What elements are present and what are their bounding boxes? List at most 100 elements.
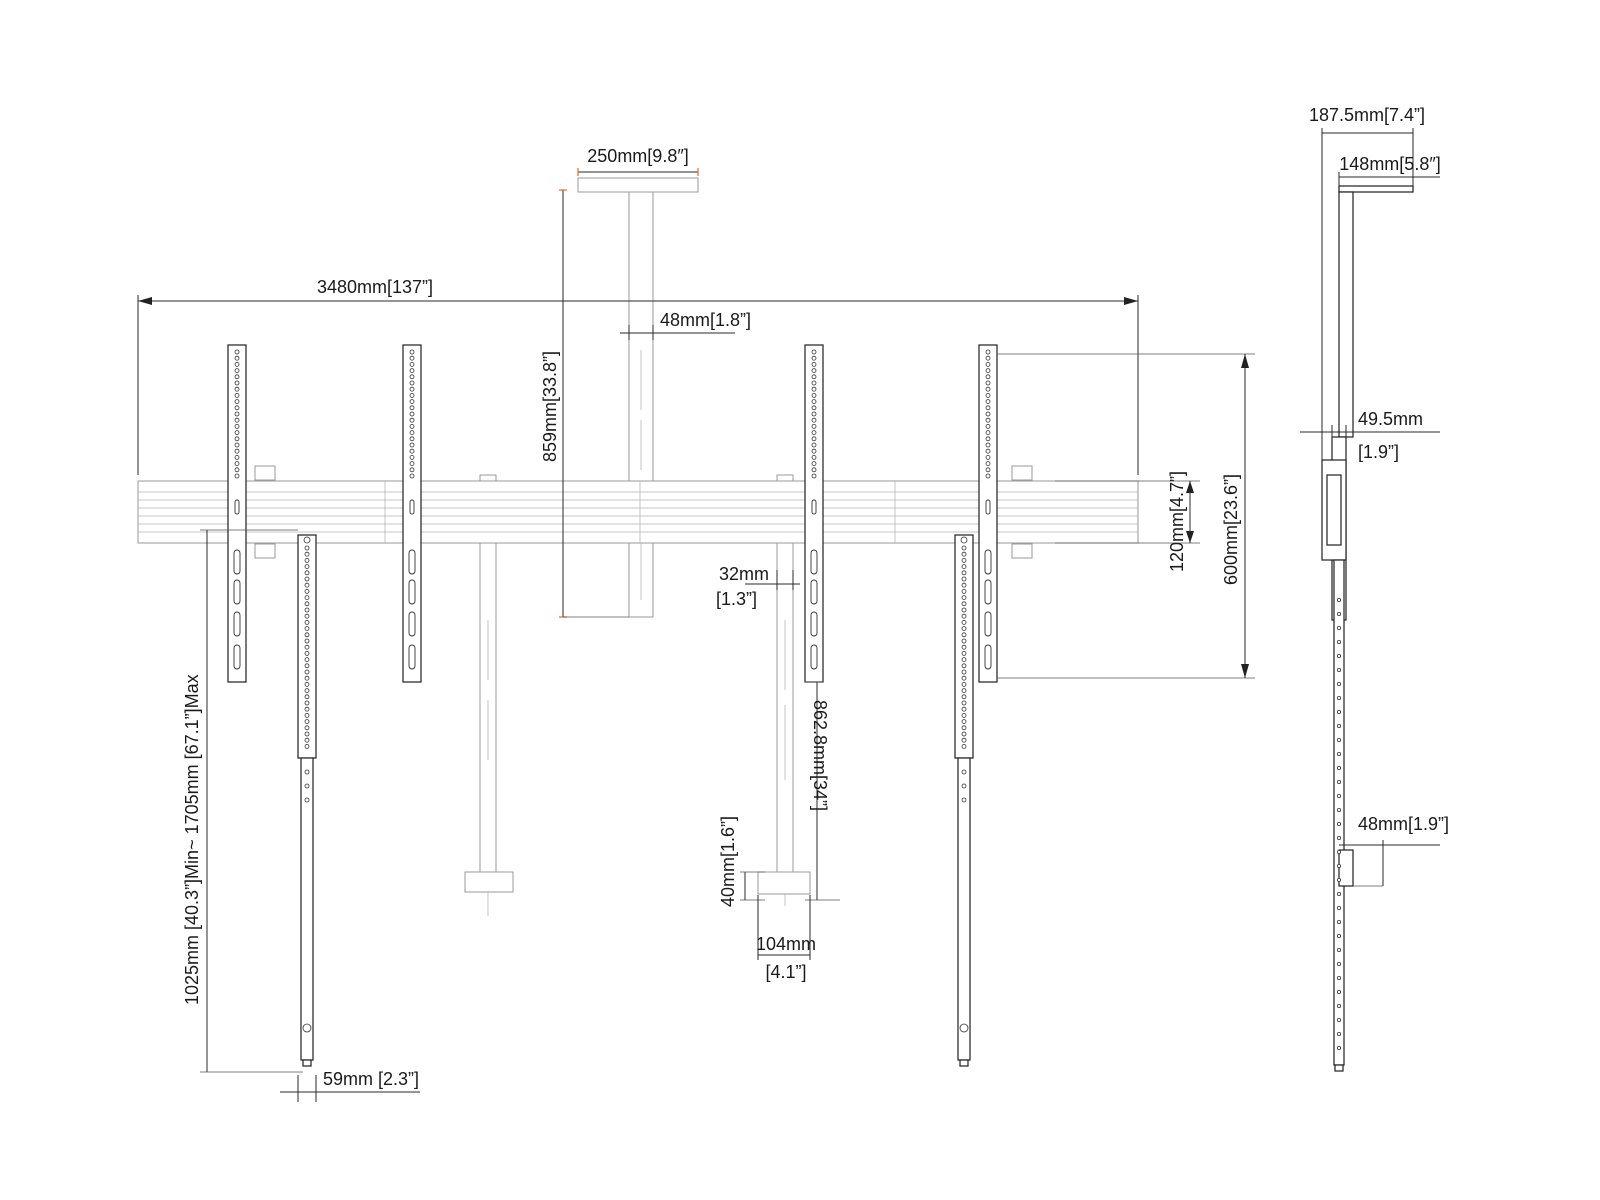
bracket-hole <box>409 417 415 423</box>
leg-hole <box>961 744 967 749</box>
clamp-width-inch-label: [4.1”] <box>765 962 806 982</box>
side-hole <box>1337 598 1342 603</box>
leg-hole <box>304 713 310 718</box>
leg-hole <box>961 694 967 700</box>
side-hole <box>1337 1032 1342 1037</box>
side-gap-inch-label: [1.9”] <box>1358 442 1399 462</box>
side-hole <box>1337 668 1342 673</box>
leg-hole <box>304 582 310 588</box>
leg-hole <box>961 551 967 557</box>
leg-hole <box>304 725 310 731</box>
leg-hole <box>961 595 967 600</box>
leg-hole <box>304 601 310 607</box>
leg-hole <box>304 700 310 706</box>
bracket-slot <box>985 499 991 515</box>
bracket-hole <box>234 368 240 374</box>
bracket-hole <box>811 349 817 355</box>
bracket-hole <box>234 442 240 448</box>
side-hole <box>1337 948 1342 953</box>
leg-hole <box>304 576 310 582</box>
bracket-hole <box>811 374 817 380</box>
bracket-hole <box>234 436 240 442</box>
horizontal-rail <box>137 465 1139 559</box>
bracket-hole <box>234 399 240 405</box>
leg-hole <box>304 589 310 594</box>
bracket-hole <box>234 423 240 429</box>
side-hole <box>1337 682 1342 687</box>
leg-hole <box>961 663 967 669</box>
leg-hole <box>304 797 310 803</box>
bracket-hole <box>234 454 240 460</box>
leg-hole <box>304 682 310 687</box>
rail-body <box>137 480 1139 544</box>
clamp-width-label: 104mm <box>756 934 816 954</box>
bracket-hole <box>409 411 415 417</box>
side-hole <box>1337 738 1342 743</box>
side-hole <box>1337 710 1342 715</box>
bracket-hole <box>409 442 415 448</box>
side-ceiling-plate <box>1338 185 1414 193</box>
pole-width-label: 48mm[1.8”] <box>660 310 751 330</box>
leg-hole <box>304 719 310 724</box>
leg-hole <box>304 669 310 675</box>
bracket-hole <box>811 442 817 448</box>
bracket-hole <box>409 399 415 405</box>
bracket-hole <box>985 454 991 460</box>
bracket-hole <box>811 467 817 473</box>
bracket-hole <box>811 448 817 454</box>
bracket-hole <box>985 349 991 355</box>
side-hole <box>1337 626 1342 631</box>
side-hole <box>1337 1004 1342 1009</box>
leg-hole <box>304 657 310 662</box>
bracket-hole <box>985 380 991 386</box>
bracket-hole <box>234 374 240 380</box>
leg-hole <box>304 663 310 669</box>
bracket-hole <box>409 423 415 429</box>
bracket-hole <box>234 380 240 386</box>
bracket-hole <box>234 349 240 355</box>
side-hole <box>1337 822 1342 827</box>
leg-hole <box>961 669 967 675</box>
bracket-hole <box>234 411 240 417</box>
drop-height-label: 859mm[33.8”] <box>540 351 560 462</box>
side-plate-label: 148mm[5.8″] <box>1339 154 1440 174</box>
side-hole <box>1337 864 1342 869</box>
bracket-hole <box>234 355 240 361</box>
bracket-hole <box>985 368 991 374</box>
leg-hole <box>961 769 967 775</box>
leg-hole <box>304 731 310 737</box>
side-hole <box>1337 836 1342 841</box>
side-hole <box>1337 990 1342 995</box>
side-hole <box>1337 976 1342 981</box>
bracket-slot <box>810 579 818 605</box>
side-hole <box>1337 654 1342 659</box>
bracket-slot <box>810 549 818 575</box>
bracket-hole <box>811 386 817 392</box>
leg-hole <box>304 675 310 681</box>
bracket-hole <box>811 423 817 429</box>
side-hole <box>1337 640 1342 645</box>
bracket-hole <box>811 454 817 460</box>
side-hole <box>1337 1046 1342 1051</box>
bracket-hole <box>985 436 991 442</box>
offset-inch-label: [1.3”] <box>716 589 757 609</box>
ceiling-plate <box>577 177 699 193</box>
rear-clamp-left <box>464 871 514 893</box>
bracket-hole <box>234 361 240 367</box>
leg-hole <box>961 576 967 582</box>
side-hole <box>1337 808 1342 813</box>
rail-height-label: 120mm[4.7”] <box>1167 471 1187 572</box>
bracket-hole <box>985 448 991 454</box>
bracket-hole <box>985 461 991 467</box>
leg-hole <box>304 558 310 563</box>
bracket-hole <box>409 454 415 460</box>
leg-hole <box>304 769 310 775</box>
leg-hole <box>961 706 967 712</box>
side-hole <box>1337 962 1342 967</box>
leg-hole <box>961 688 967 693</box>
side-hole <box>1337 724 1342 729</box>
bracket-hole <box>811 411 817 417</box>
clamp-height-label: 40mm[1.6”] <box>718 816 738 907</box>
bracket-hole <box>409 448 415 454</box>
